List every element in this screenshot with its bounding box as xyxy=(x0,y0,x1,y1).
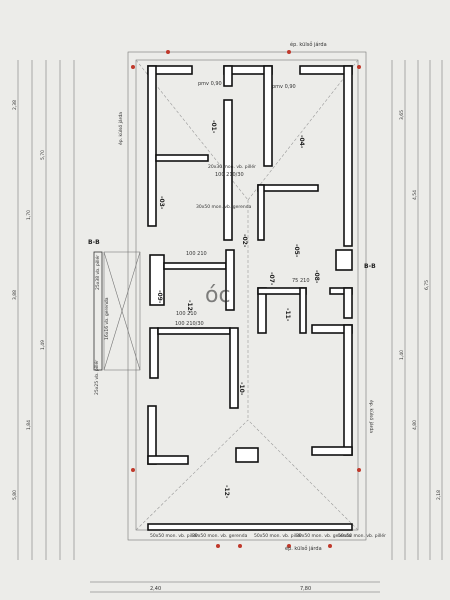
bottom-beam-2: 50x50 mon. vb. pillér xyxy=(254,532,302,539)
bottom-dim-2: 7,80 xyxy=(300,586,311,592)
door-dim-3: 75 210 xyxy=(292,278,310,284)
right-dimension-lines xyxy=(391,60,443,560)
door-dim-2: 100 210 xyxy=(176,311,197,317)
room-label-05: -05- xyxy=(293,244,300,258)
left-pillar-label: 25x38 vb. pillér xyxy=(94,255,101,290)
room-label-10: -10- xyxy=(238,382,245,396)
bottom-facade-label: ép. külső járda xyxy=(285,545,322,552)
bottom-pillar-right: 50x50 mon. vb. pillér xyxy=(338,532,386,539)
section-b-left: B-B xyxy=(88,239,100,246)
room-label-03: -03- xyxy=(158,196,165,210)
left-pillar-bottom-label: 25x25 vb. pillér xyxy=(93,360,100,395)
room-label-06: -07- xyxy=(268,272,275,286)
left-dim-6: 1,84 xyxy=(26,420,32,430)
room-label-09: -12- xyxy=(186,300,193,314)
right-facade-label: ép. külső járda xyxy=(368,400,375,433)
right-dim-1: 3,65 xyxy=(399,110,405,120)
left-dim-2: 5,70 xyxy=(40,150,46,160)
left-dim-7: 5,80 xyxy=(12,490,18,500)
bottom-pillar-left: 50x50 mon. vb. pillér xyxy=(150,532,198,539)
bottom-beam-1: 30x50 mon. vb. gerenda xyxy=(192,533,248,539)
pillar-center-label: 20x30 mon. vb. pillér xyxy=(208,163,256,170)
right-dim-2: 4,54 xyxy=(412,190,418,200)
door-dim-1: 100 210 xyxy=(186,251,207,257)
walls xyxy=(147,65,353,531)
right-dim-3: 6,75 xyxy=(424,280,430,290)
left-dim-5: 1,49 xyxy=(40,340,46,350)
door-dim-4: 100 210/30 xyxy=(175,321,204,327)
section-markers xyxy=(131,50,361,548)
left-vertical-beam xyxy=(93,251,141,371)
room-label-01: -01- xyxy=(210,120,217,134)
room-label-04: -02- xyxy=(241,234,248,248)
room-label-02: -04- xyxy=(298,135,305,149)
right-dim-6: 2,18 xyxy=(436,490,442,500)
right-dim-5: 4,80 xyxy=(412,420,418,430)
room-label-08: -11- xyxy=(284,308,291,322)
bottom-beam-3: 30x50 mon. vb. gerenda xyxy=(296,533,352,539)
left-facade-label: ép. külső járda xyxy=(117,112,124,145)
room-label-07: -08- xyxy=(313,270,320,284)
window-label-right: pmv 0,90 xyxy=(272,84,296,90)
building-outline xyxy=(127,51,367,541)
top-facade-label: ép. külső járda xyxy=(290,41,327,48)
left-dim-4: 3,88 xyxy=(12,290,18,300)
left-dim-1: 2,38 xyxy=(12,100,18,110)
roof-diagonals xyxy=(135,59,359,531)
room-label-11: -12- xyxy=(223,485,230,499)
watermark: óc xyxy=(205,283,231,308)
bottom-dimension-lines xyxy=(90,581,380,593)
door-dim-5: 100 210/30 xyxy=(215,172,244,178)
left-dimension-lines xyxy=(17,60,75,560)
left-dim-3: 1,70 xyxy=(26,210,32,220)
window-label-left: pmv 0,90 xyxy=(198,81,222,87)
bottom-dim-1: 2,40 xyxy=(150,586,161,592)
right-dim-4: 1,40 xyxy=(399,350,405,360)
left-beam-label: 16x16 vb. gerenda xyxy=(104,297,110,340)
room-label-12: -09- xyxy=(156,290,163,304)
beam-center-label: 30x50 mon. vb. gerenda xyxy=(196,204,252,210)
section-b-right: B-B xyxy=(364,263,376,270)
